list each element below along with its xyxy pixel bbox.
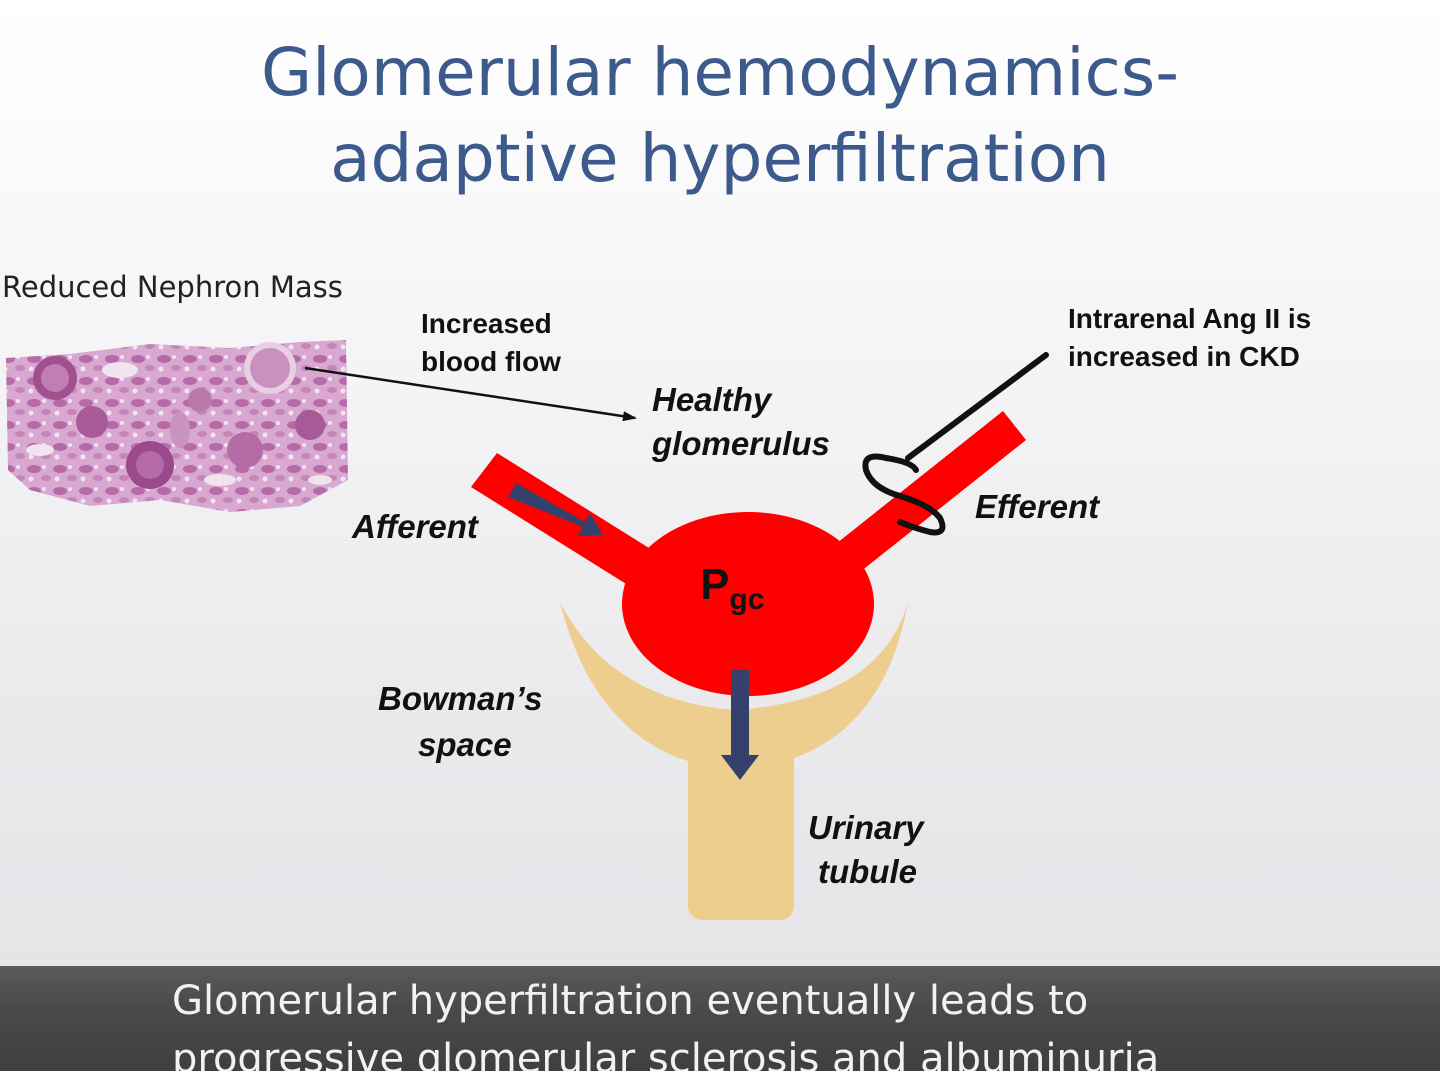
urinary-tubule-label: Urinary tubule <box>808 809 924 890</box>
urinary-tubule <box>688 740 794 920</box>
efferent-arteriole <box>832 411 1026 576</box>
afferent-flow-arrow <box>508 483 603 536</box>
afferent-label: Afferent <box>352 508 478 545</box>
ang-ii-pointer-line <box>905 352 1049 461</box>
bowmans-space-label: Bowman’s space <box>378 680 543 763</box>
pgc-label: Pgc <box>700 560 765 616</box>
glomerulus <box>622 512 874 696</box>
pointer-line <box>304 366 637 422</box>
healthy-glomerulus-label: Healthy glomerulus <box>652 381 830 462</box>
title-line-2: adaptive hyperfiltration <box>330 120 1110 197</box>
reduced-nephron-mass-label: Reduced Nephron Mass <box>2 270 343 304</box>
bowmans-capsule <box>560 602 908 770</box>
increased-blood-flow-label: Increased blood flow <box>421 308 561 377</box>
footer-line-2: progressive glomerular sclerosis and alb… <box>172 1036 1160 1071</box>
filtration-arrow <box>721 670 759 780</box>
glomerulus-diagram <box>304 352 1049 920</box>
efferent-label: Efferent <box>975 488 1100 525</box>
footer-line-1: Glomerular hyperfiltration eventually le… <box>172 978 1089 1024</box>
slide-title: Glomerular hemodynamics- adaptive hyperf… <box>0 30 1440 202</box>
ang-ii-label: Intrarenal Ang II is increased in CKD <box>1068 303 1312 372</box>
ang-ii-constriction-loop <box>862 453 946 536</box>
title-line-1: Glomerular hemodynamics- <box>260 34 1180 111</box>
footer-banner: Glomerular hyperfiltration eventually le… <box>0 966 1440 1071</box>
histology-image <box>6 340 348 512</box>
ang-ii-band <box>883 455 919 473</box>
footer-text: Glomerular hyperfiltration eventually le… <box>172 972 1159 1071</box>
